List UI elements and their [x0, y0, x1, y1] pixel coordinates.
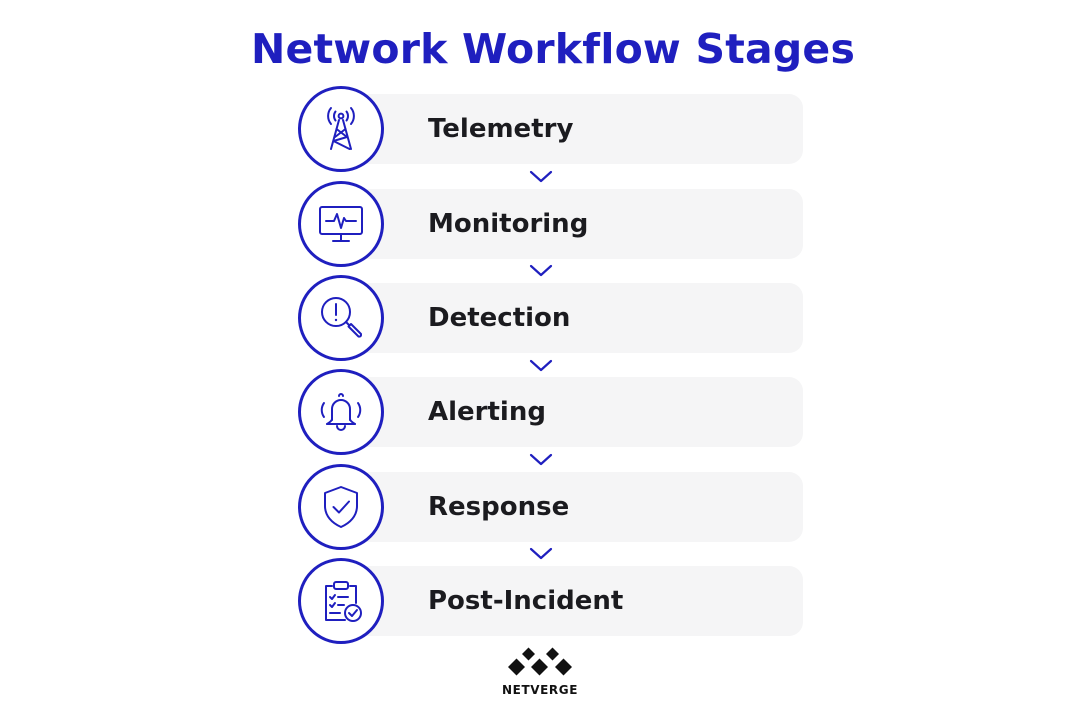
monitor-pulse-icon [298, 181, 384, 267]
stage-alerting: Alerting [298, 369, 803, 455]
magnifier-alert-icon [298, 275, 384, 361]
stage-bar [338, 283, 803, 353]
chevron-down-icon [529, 359, 553, 372]
shield-check-icon [298, 464, 384, 550]
chevron-down-icon [529, 170, 553, 183]
stage-detection: Detection [298, 275, 803, 361]
stage-bar [338, 94, 803, 164]
stage-label: Post-Incident [428, 586, 624, 616]
stage-bar [338, 566, 803, 636]
page-title: Network Workflow Stages [250, 25, 856, 73]
stage-post-incident: Post-Incident [298, 558, 803, 644]
cell-tower-icon [298, 86, 384, 172]
stage-label: Monitoring [428, 209, 589, 239]
stage-response: Response [298, 464, 803, 550]
diamond-cluster-logo-icon [508, 647, 572, 676]
stage-telemetry: Telemetry [298, 86, 803, 172]
stage-monitoring: Monitoring [298, 181, 803, 267]
chevron-down-icon [529, 547, 553, 560]
stage-label: Response [428, 492, 570, 522]
stage-label: Detection [428, 303, 571, 333]
stage-bar [338, 189, 803, 259]
stage-label: Alerting [428, 397, 546, 427]
stage-label: Telemetry [428, 114, 574, 144]
bell-icon [298, 369, 384, 455]
stage-bar [338, 377, 803, 447]
brand-name: NETVERGE [502, 683, 578, 697]
chevron-down-icon [529, 453, 553, 466]
chevron-down-icon [529, 264, 553, 277]
stage-bar [338, 472, 803, 542]
clipboard-check-icon [298, 558, 384, 644]
